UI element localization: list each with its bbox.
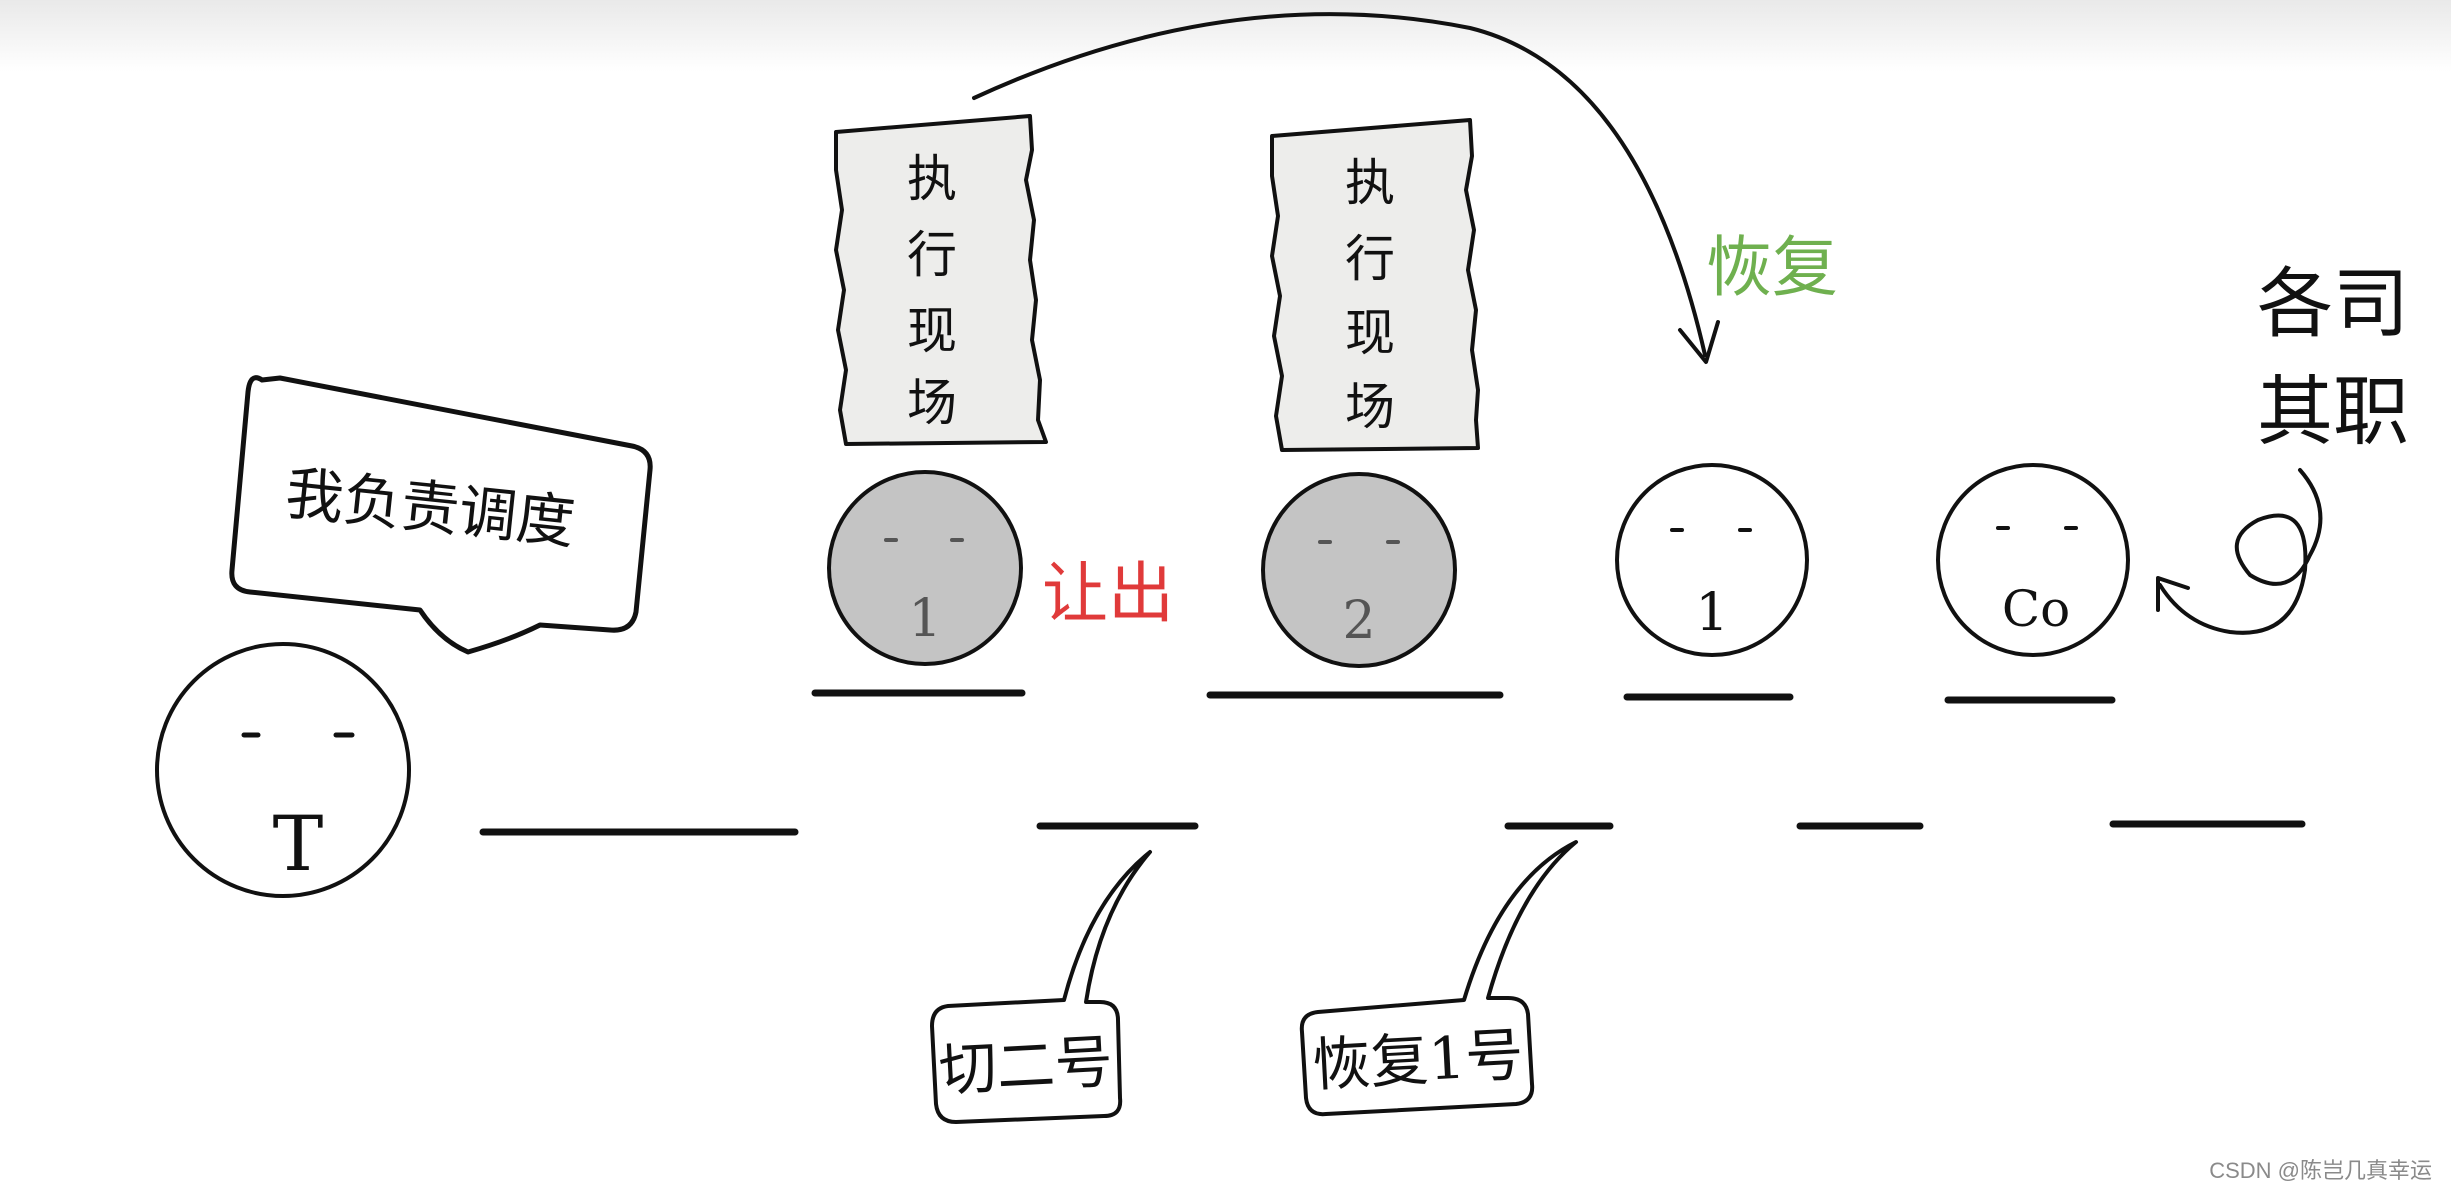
duty-curly-arrow	[2156, 468, 2323, 635]
coroutine-co-ball: Co	[1936, 463, 2130, 657]
scheduler-face-label: T	[273, 799, 324, 888]
coroutine-1-resumed-ball: 1	[1615, 463, 1809, 657]
coroutine-2-label: 2	[1342, 591, 1375, 651]
card-1-char-1: 执	[907, 150, 957, 208]
coroutine-1-ball: 1	[827, 470, 1023, 666]
watermark-text: CSDN @陈岂几真幸运	[2209, 1158, 2432, 1183]
card-2-char-1: 执	[1345, 154, 1395, 212]
card-1-char-2: 行	[907, 226, 957, 284]
card-1-char-3: 现	[907, 302, 957, 360]
context-card-1: 执 行 现 场	[834, 114, 1048, 446]
switch-two-text: 切二号	[937, 1027, 1114, 1104]
resume-one-text: 恢复1号	[1311, 1021, 1525, 1100]
coroutine-co-label: Co	[2002, 580, 2070, 638]
switch-two-callout: 切二号	[930, 850, 1152, 1124]
header-fade	[0, 0, 2451, 72]
coroutine-1-resumed-label: 1	[1695, 583, 1728, 643]
resume-arrow	[972, 12, 1720, 364]
coroutine-1-label: 1	[908, 589, 941, 649]
resume-one-callout: 恢复1号	[1299, 840, 1578, 1117]
coroutine-2-ball: 2	[1261, 472, 1457, 668]
card-2-char-2: 行	[1345, 230, 1395, 288]
yield-label: 让出	[1042, 555, 1174, 632]
scheduler-face: T	[155, 642, 411, 898]
context-card-2: 执 行 现 场	[1270, 118, 1480, 452]
card-2-char-4: 场	[1345, 378, 1395, 436]
resume-label: 恢复	[1706, 229, 1838, 306]
card-1-char-4: 场	[907, 374, 957, 432]
card-2-char-3: 现	[1345, 304, 1395, 362]
scheduler-speech-bubble: 我负责调度	[229, 375, 653, 655]
duty-label-line-2: 其职	[2257, 367, 2409, 456]
duty-label-line-1: 各司	[2257, 259, 2409, 348]
